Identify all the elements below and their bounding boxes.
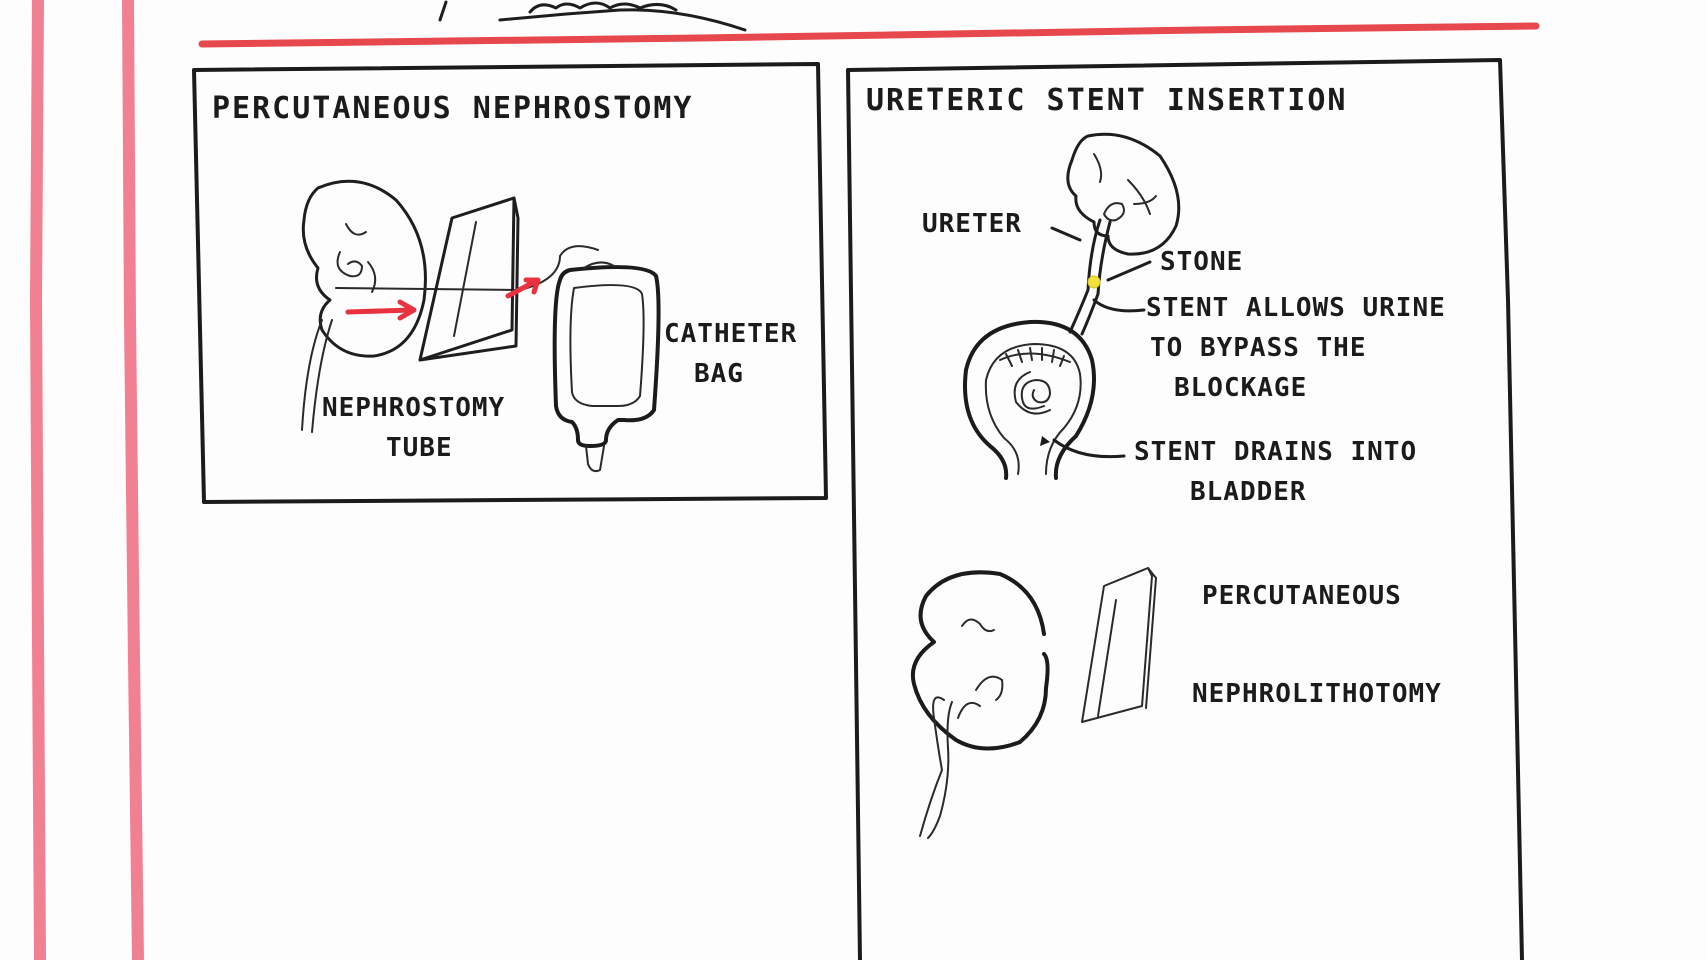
margin-lines (29, 0, 144, 960)
bypass-label-line3: BLOCKAGE (1174, 373, 1308, 403)
right-panel-title: URETERIC STENT INSERTION (866, 83, 1348, 118)
nephrostomy-tube-label-line1: NEPHROSTOMY (322, 393, 506, 423)
pcnl-label-line2: NEPHROLITHOTOMY (1192, 679, 1442, 709)
catheter-bag-label-line1: CATHETER (664, 319, 798, 349)
drains-label-line1: STENT DRAINS INTO (1134, 437, 1418, 467)
left-panel-frame (192, 62, 828, 504)
kidney-right-drawing (1066, 132, 1181, 336)
leader-lines (1050, 226, 1152, 459)
top-sketch-remnant (438, 0, 747, 32)
catheter-bag-label-line2: BAG (694, 359, 744, 389)
bladder-drawing (963, 319, 1096, 480)
kidney-left-drawing (301, 179, 599, 433)
kidney-pcnl-drawing (911, 570, 1050, 839)
pcnl-label-line1: PERCUTANEOUS (1202, 581, 1402, 611)
flow-arrows (345, 277, 541, 321)
drains-label-line2: BLADDER (1190, 477, 1307, 507)
bypass-label-line2: TO BYPASS THE (1150, 333, 1367, 363)
catheter-bag-drawing (552, 261, 661, 473)
skin-block-drawing (418, 196, 520, 362)
left-panel-title: PERCUTANEOUS NEPHROSTOMY (212, 91, 694, 126)
nephrostomy-tube-label-line2: TUBE (386, 433, 453, 463)
stone-label: STONE (1160, 247, 1244, 277)
bypass-label-line1: STENT ALLOWS URINE (1146, 293, 1446, 323)
skin-block-pcnl-drawing (1081, 567, 1157, 723)
header-rule (198, 22, 1540, 48)
ureter-label: URETER (922, 209, 1022, 239)
right-panel-frame (846, 58, 1524, 960)
